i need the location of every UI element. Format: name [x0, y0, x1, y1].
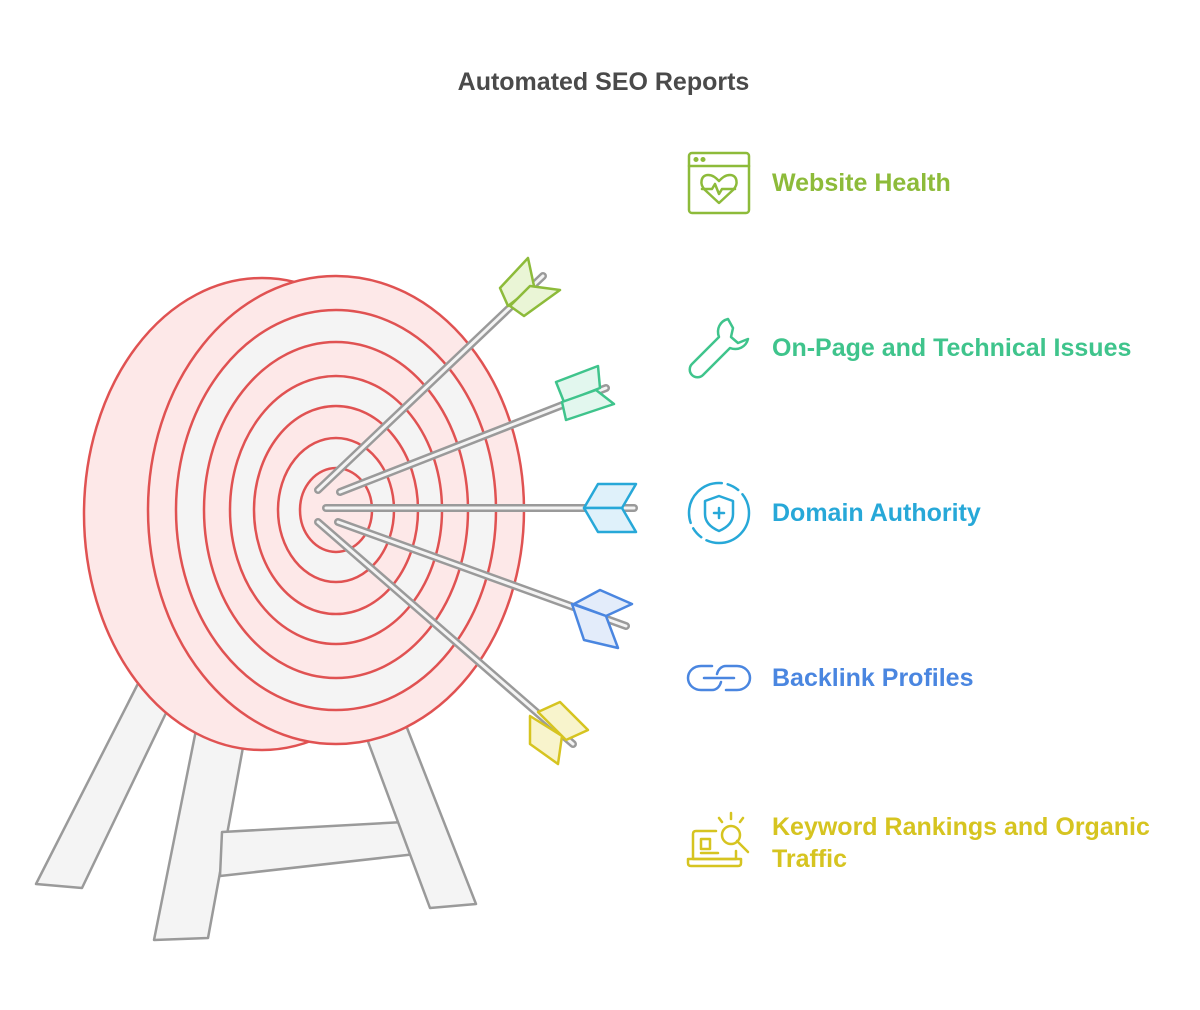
item-label: On-Page and Technical Issues — [772, 334, 1132, 362]
arrow-keyword-rankings — [314, 518, 590, 766]
wrench-icon — [686, 315, 752, 381]
item-label: Website Health — [772, 169, 951, 197]
item-keyword-rankings: Keyword Rankings and Organic Traffic — [686, 809, 1186, 875]
easel-leg-right — [358, 708, 478, 910]
page-title: Automated SEO Reports — [457, 68, 750, 96]
item-label: Backlink Profiles — [772, 664, 974, 692]
easel-crossbar — [218, 820, 418, 878]
item-backlink-profiles: Backlink Profiles — [686, 645, 973, 711]
arrows — [314, 256, 638, 766]
item-label: Keyword Rankings and Organic Traffic — [772, 813, 1150, 873]
item-technical-issues: On-Page and Technical Issues — [686, 315, 1131, 381]
item-label: Domain Authority — [772, 499, 981, 527]
target-board — [82, 274, 526, 752]
item-domain-authority: Domain Authority — [686, 480, 981, 546]
easel-stand — [34, 658, 478, 942]
item-website-health: Website Health — [686, 150, 951, 216]
arrow-backlink-profiles — [334, 518, 634, 650]
link-icon — [686, 645, 752, 711]
arrow-technical-issues — [336, 364, 616, 496]
heart-monitor-icon — [686, 150, 752, 216]
arrow-website-health — [314, 256, 562, 494]
target-illustration — [34, 256, 638, 942]
shield-plus-icon — [686, 480, 752, 546]
laptop-search-icon — [686, 809, 752, 875]
arrow-domain-authority — [322, 482, 638, 534]
